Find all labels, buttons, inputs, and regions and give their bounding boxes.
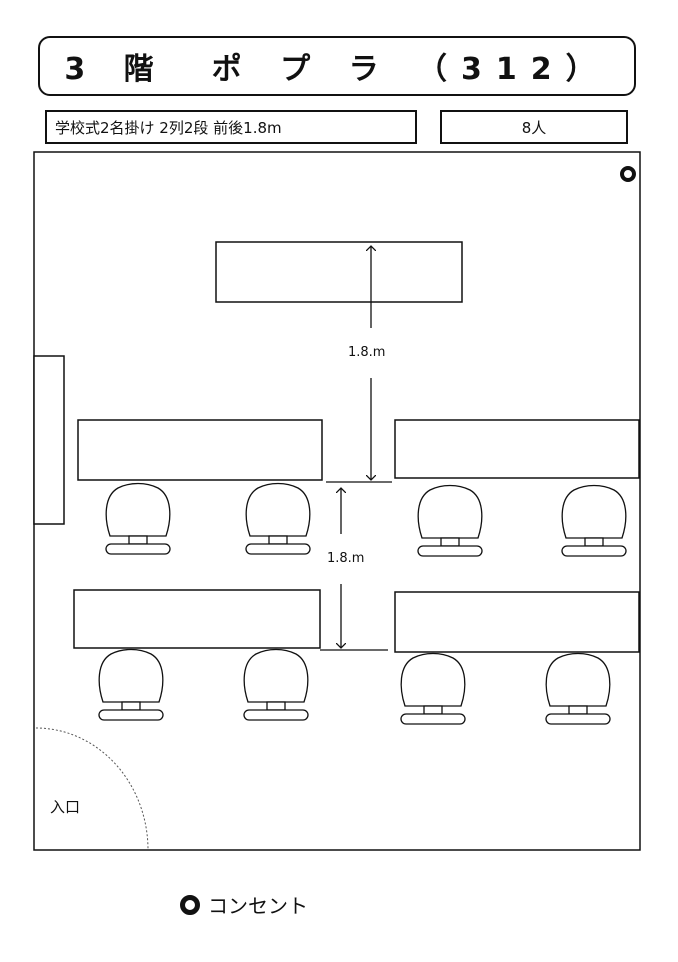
legend: コンセント [180, 890, 308, 919]
desk-row2-left [73, 589, 321, 649]
outlet-legend-label: コンセント [208, 894, 308, 918]
chair-row2-3 [400, 652, 466, 725]
capacity-value: 8人 [521, 118, 547, 137]
wall-board [33, 355, 65, 525]
chair-row2-1 [98, 648, 164, 721]
layout-description-box: 学校式2名掛け 2列2段 前後1.8m [45, 110, 417, 144]
chair-row2-2 [243, 648, 309, 721]
room-title-box: 3 階 ポ プ ラ （312） [38, 36, 636, 96]
chair-row2-4 [545, 652, 611, 725]
desk-row1-left [77, 419, 323, 481]
entrance-label: 入口 [50, 798, 80, 816]
chair-row1-1 [105, 482, 171, 555]
chair-row1-4 [561, 484, 627, 557]
dimension-label-rows: 1.8.m [327, 551, 364, 566]
chair-row1-2 [245, 482, 311, 555]
capacity-box: 8人 [440, 110, 628, 144]
front-desk [215, 241, 463, 303]
door-swing-icon [35, 727, 149, 851]
layout-description: 学校式2名掛け 2列2段 前後1.8m [55, 118, 282, 137]
desk-row1-right [394, 419, 640, 479]
room-title: 3 階 ポ プ ラ （312） [64, 52, 610, 87]
outlet-legend-icon [180, 894, 200, 915]
dimension-label-front: 1.8.m [348, 345, 385, 360]
desk-row2-right [394, 591, 640, 653]
chair-row1-3 [417, 484, 483, 557]
outlet-icon [620, 166, 636, 182]
